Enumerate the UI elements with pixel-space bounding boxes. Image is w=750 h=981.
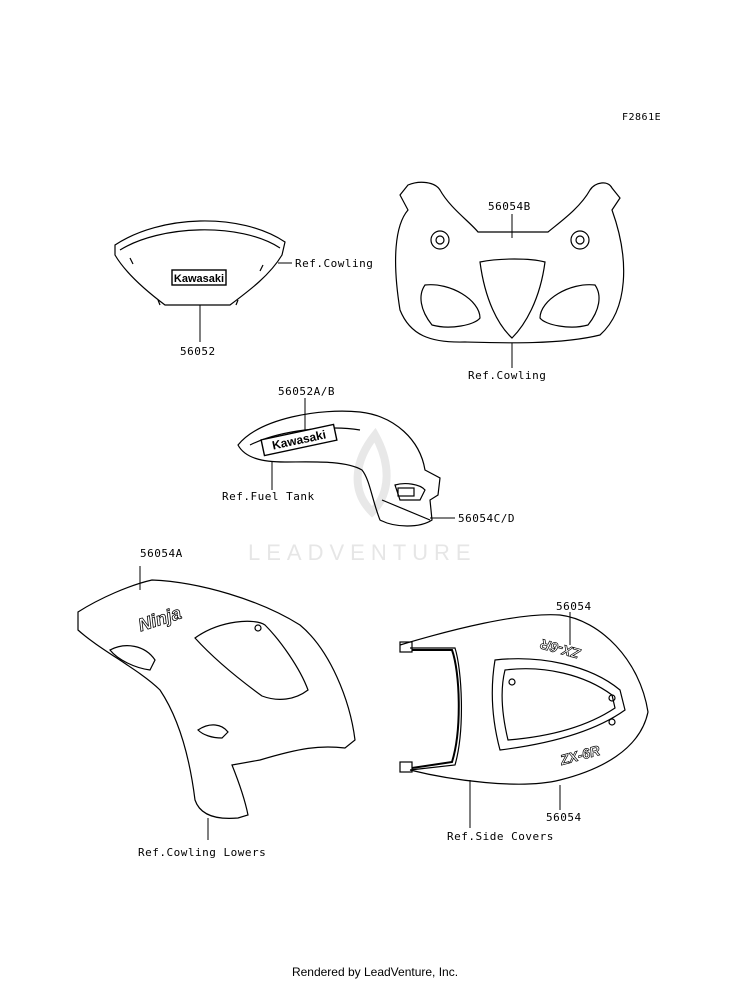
fuel-tank-ref-label[interactable]: Ref.Fuel Tank	[222, 490, 315, 503]
seat-bottom-decal-text: ZX-6R	[557, 742, 602, 768]
watermark-flame-icon	[353, 427, 391, 518]
seat-cowl-drawing	[399, 612, 649, 828]
side-fairing-drawing	[77, 566, 356, 840]
windshield-ref-label[interactable]: Ref.Cowling	[295, 257, 374, 270]
windshield-decal-text: Kawasaki	[174, 273, 224, 285]
cowling-part-number[interactable]: 56054B	[488, 200, 531, 213]
seat-bottom-part-number[interactable]: 56054	[546, 811, 582, 824]
seat-ref-label[interactable]: Ref.Side Covers	[447, 830, 554, 843]
seat-top-part-number[interactable]: 56054	[556, 600, 592, 613]
cowling-drawing	[394, 181, 625, 368]
windshield-part-number[interactable]: 56052	[180, 345, 216, 358]
fuel-tank-part-number[interactable]: 56052A/B	[278, 385, 335, 398]
seat-top-decal-text: ZX-6R	[538, 636, 583, 662]
watermark: LEADVENTURE	[248, 540, 477, 565]
footer-credit: Rendered by LeadVenture, Inc.	[291, 965, 459, 979]
side-fairing-part-number[interactable]: 56054A	[140, 547, 183, 560]
fuel-tank-lower-part-number[interactable]: 56054C/D	[458, 512, 515, 525]
cowling-ref-label[interactable]: Ref.Cowling	[468, 369, 547, 382]
side-fairing-ref-label[interactable]: Ref.Cowling Lowers	[138, 846, 267, 859]
windshield-drawing	[114, 220, 292, 342]
side-fairing-decal-text: Ninja	[136, 603, 184, 636]
diagram-code: F2861E	[622, 112, 662, 123]
fuel-tank-drawing	[237, 398, 455, 527]
